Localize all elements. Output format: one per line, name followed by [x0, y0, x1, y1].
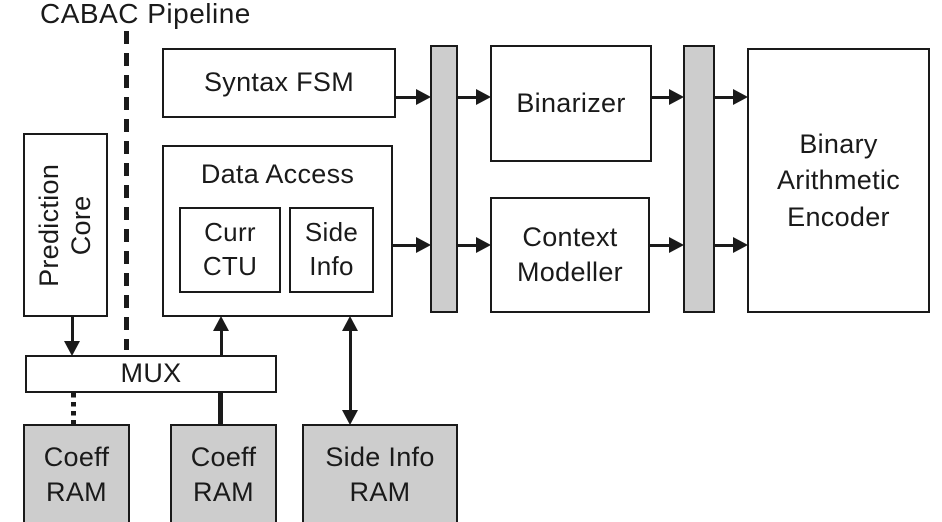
side-info-ram-block: Side Info RAM [302, 424, 458, 522]
arrow-data-access-side-info-ram-bidirectional-icon [342, 316, 358, 425]
arrow-mux-to-data-access-icon [213, 316, 229, 356]
dotted-line-mux-to-coeff-ram-1 [71, 393, 76, 424]
arrow-prediction-core-to-mux-icon [64, 317, 80, 356]
arrow-context-modeller-to-register2-icon [650, 237, 684, 253]
side-info-label: Side Info [304, 217, 359, 281]
arrow-register2-to-encoder-top-icon [715, 89, 748, 105]
binary-arithmetic-encoder-label: Binary Arithmetic Encoder [776, 128, 901, 232]
side-info-ram-label: Side Info RAM [325, 441, 435, 507]
prediction-core-label: Prediction Core [34, 163, 97, 287]
prediction-core-block: Prediction Core [23, 133, 108, 317]
pipeline-register-1 [430, 45, 458, 313]
binarizer-block: Binarizer [490, 45, 652, 162]
diagram-title: CABAC Pipeline [40, 0, 251, 29]
context-modeller-block: Context Modeller [490, 197, 650, 313]
line-coeff-ram-2-to-mux [218, 393, 223, 424]
syntax-fsm-block: Syntax FSM [162, 48, 396, 118]
arrow-binarizer-to-register2-icon [652, 89, 684, 105]
arrow-register2-to-encoder-bottom-icon [715, 237, 748, 253]
data-access-block: Data Access Curr CTU Side Info [162, 145, 393, 317]
data-access-label: Data Access [200, 159, 355, 189]
curr-ctu-label: Curr CTU [202, 217, 258, 281]
arrow-register1-to-context-modeller-icon [458, 237, 491, 253]
side-info-block: Side Info [289, 207, 374, 293]
mux-label: MUX [120, 358, 182, 389]
coeff-ram-1-label: Coeff RAM [43, 441, 110, 507]
curr-ctu-block: Curr CTU [179, 207, 281, 293]
pipeline-register-2 [683, 45, 715, 313]
binary-arithmetic-encoder-block: Binary Arithmetic Encoder [747, 48, 930, 313]
binarizer-label: Binarizer [516, 87, 626, 118]
syntax-fsm-label: Syntax FSM [203, 67, 355, 98]
mux-block: MUX [25, 355, 277, 393]
pipeline-boundary-dashed-line [124, 31, 129, 350]
coeff-ram-2-block: Coeff RAM [170, 424, 277, 522]
coeff-ram-2-label: Coeff RAM [190, 441, 257, 507]
arrow-data-access-to-register1-icon [393, 237, 431, 253]
coeff-ram-1-block: Coeff RAM [23, 424, 130, 522]
context-modeller-label: Context Modeller [517, 221, 623, 287]
arrow-syntax-fsm-to-register1-icon [396, 89, 431, 105]
arrow-register1-to-binarizer-icon [458, 89, 491, 105]
